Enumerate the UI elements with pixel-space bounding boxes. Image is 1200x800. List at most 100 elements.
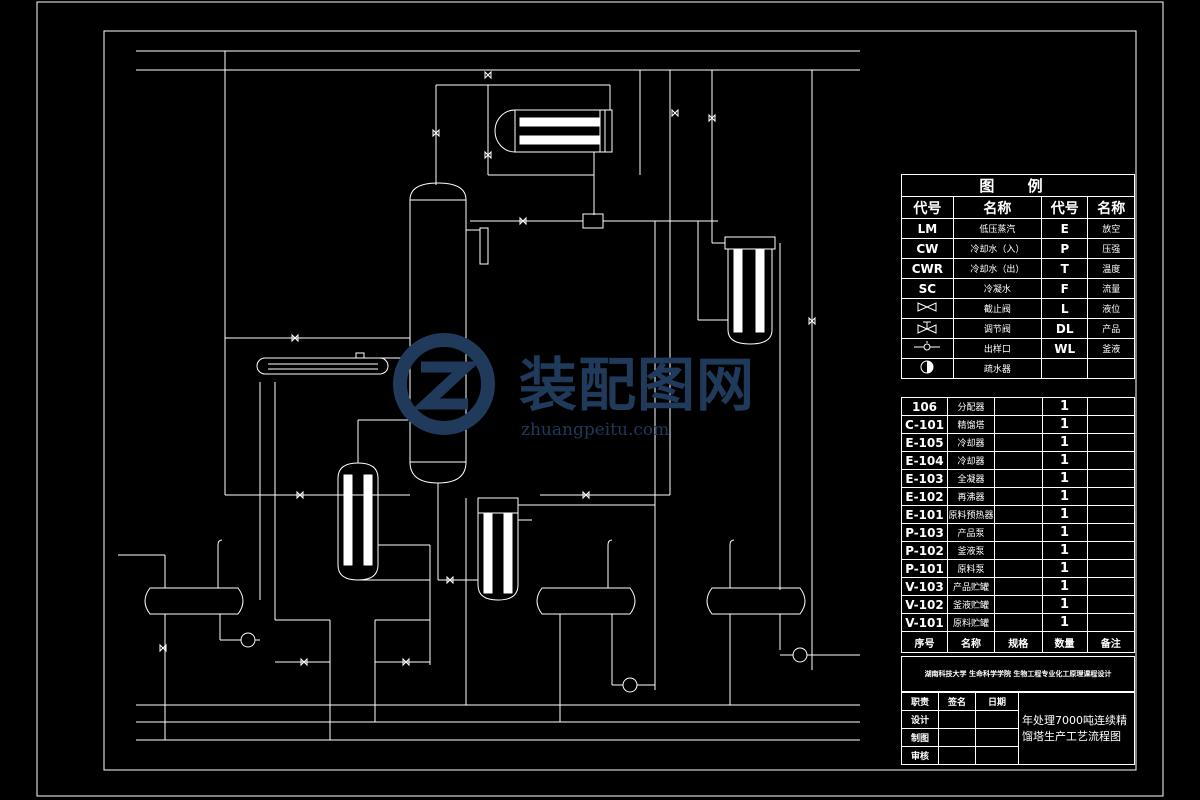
equipment-spec: [994, 523, 1043, 542]
legend-row: 调节阀 DL 产品: [901, 318, 1135, 339]
drawing-title: 年处理7000吨连续精馏塔生产工艺流程图: [1018, 692, 1135, 765]
equipment-qty: 1: [1041, 469, 1088, 488]
legend-name: 温度: [1087, 258, 1135, 279]
cooler-e104: [337, 462, 379, 581]
equipment-spec: [994, 451, 1043, 470]
legend-name: 产品: [1087, 318, 1135, 339]
cooler-e105: [724, 236, 776, 345]
column-c101: [409, 182, 467, 484]
equipment-tag: V-101: [901, 613, 948, 632]
signature-cell: [938, 710, 976, 729]
legend-col-code-1: 代号: [901, 196, 954, 219]
equipment-header-name: 名称: [947, 631, 995, 653]
equipment-spec: [994, 433, 1043, 452]
legend-title: 图 例: [901, 174, 1135, 197]
equipment-name: 全凝器: [947, 469, 995, 488]
title-block-role: 审核: [901, 746, 939, 765]
equipment-qty: 1: [1041, 541, 1088, 560]
preheater-e101: [256, 352, 389, 375]
equipment-qty: 1: [1041, 451, 1088, 470]
equipment-tag: E-105: [901, 433, 948, 452]
legend-name: 冷却水（出）: [952, 258, 1042, 279]
title-block-role: 设计: [901, 710, 939, 729]
equipment-qty: 1: [1041, 505, 1088, 524]
equipment-spec: [994, 559, 1043, 578]
equipment-qty: 1: [1041, 433, 1088, 452]
equipment-spec: [994, 613, 1043, 632]
legend-name: 冷凝水: [952, 278, 1042, 299]
legend-name: 釜液: [1087, 338, 1135, 359]
equipment-qty: 1: [1041, 487, 1088, 506]
legend-name: 冷却水（入）: [952, 238, 1042, 259]
date-cell: [975, 728, 1019, 747]
equipment-note: [1086, 559, 1135, 578]
legend-code: F: [1040, 278, 1089, 299]
control-valve-symbol-icon: [901, 318, 954, 339]
equipment-spec: [994, 469, 1043, 488]
sample-port-symbol-icon: [901, 338, 954, 359]
equipment-qty: 1: [1041, 415, 1088, 434]
equipment-tag: E-103: [901, 469, 948, 488]
equipment-header-spec: 规格: [994, 631, 1043, 653]
equipment-header-no: 序号: [901, 631, 948, 653]
legend-col-code-2: 代号: [1040, 196, 1089, 219]
outer-border: [36, 1, 1164, 797]
equipment-name: 再沸器: [947, 487, 995, 506]
legend-code: E: [1040, 218, 1089, 239]
tank-v102: [536, 587, 636, 615]
equipment-tag: E-101: [901, 505, 948, 524]
legend-row: 截止阀 L 液位: [901, 298, 1135, 319]
equipment-note: [1086, 541, 1135, 560]
tank-v103: [706, 587, 806, 615]
pump-p101: [240, 632, 256, 648]
legend-col-name-2: 名称: [1087, 196, 1135, 219]
legend-code: L: [1040, 298, 1089, 319]
equipment-tag: C-101: [901, 415, 948, 434]
equipment-note: [1086, 433, 1135, 452]
title-block-sign-header: 签名: [938, 692, 976, 711]
legend-code: SC: [901, 278, 954, 299]
legend-name: 低压蒸汽: [952, 218, 1042, 239]
legend-name: [1087, 358, 1135, 379]
equipment-note: [1086, 469, 1135, 488]
equipment-spec: [994, 505, 1043, 524]
title-block-role-header: 职责: [901, 692, 939, 711]
equipment-tag: P-102: [901, 541, 948, 560]
equipment-tag: V-103: [901, 577, 948, 596]
legend-name: 出样口: [952, 338, 1042, 359]
equipment-note: [1086, 595, 1135, 614]
equipment-name: 产品泵: [947, 523, 995, 542]
date-cell: [975, 746, 1019, 765]
equipment-header-note: 备注: [1086, 631, 1135, 653]
equipment-name: 分配器: [947, 397, 995, 416]
legend-code: [1040, 358, 1089, 379]
equipment-tag: 106: [901, 397, 948, 416]
equipment-note: [1086, 397, 1135, 416]
equipment-tag: V-102: [901, 595, 948, 614]
equipment-note: [1086, 451, 1135, 470]
legend-code: P: [1040, 238, 1089, 259]
equipment-spec: [994, 577, 1043, 596]
equipment-spec: [994, 487, 1043, 506]
equipment-tag: P-103: [901, 523, 948, 542]
equipment-header-row: 序号 名称 规格 数量 备注: [901, 631, 1135, 653]
steam-trap-symbol-icon: [901, 358, 954, 379]
equipment-name: 釜液贮罐: [947, 595, 995, 614]
title-block-date-header: 日期: [975, 692, 1019, 711]
equipment-header-qty: 数量: [1041, 631, 1088, 653]
tank-v101: [144, 587, 244, 615]
reboiler-e102: [477, 497, 519, 601]
legend-row: SC 冷凝水 F 流量: [901, 278, 1135, 299]
equipment-name: 冷却器: [947, 433, 995, 452]
